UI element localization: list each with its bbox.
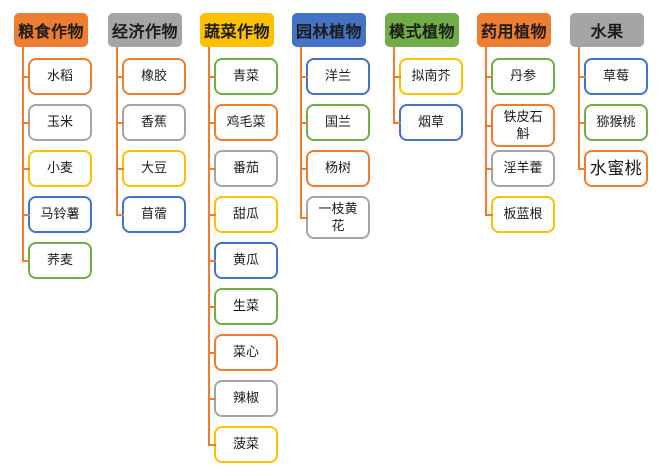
- column-model-plants: 模式植物 拟南芥 烟草: [385, 13, 481, 141]
- leaf-node: 菜心: [208, 334, 278, 371]
- column-fruits: 水果 草莓 猕猴桃 水蜜桃: [570, 13, 660, 187]
- leaf-node: 苜蓿: [116, 196, 186, 233]
- leaf-node: 淫羊藿: [485, 150, 555, 187]
- leaf-node: 鸡毛菜: [208, 104, 278, 141]
- leaf-node: 水稻: [22, 58, 92, 95]
- category-header: 粮食作物: [14, 13, 88, 47]
- leaf-node: 小麦: [22, 150, 92, 187]
- leaf-node: 辣椒: [208, 380, 278, 417]
- children-group: 拟南芥 烟草: [393, 58, 463, 150]
- leaf-node: 猕猴桃: [578, 104, 648, 141]
- leaf-node: 一枝黄花: [300, 196, 370, 239]
- children-group: 水稻 玉米 小麦 马铃薯 荞麦: [22, 58, 92, 288]
- category-header: 蔬菜作物: [200, 13, 274, 47]
- leaf-node: 大豆: [116, 150, 186, 187]
- leaf-node: 香蕉: [116, 104, 186, 141]
- children-group: 丹参 铁皮石斛 淫羊藿 板蓝根: [485, 58, 555, 242]
- leaf-node: 国兰: [300, 104, 370, 141]
- leaf-node: 荞麦: [22, 242, 92, 279]
- leaf-node: 番茄: [208, 150, 278, 187]
- column-vegetable-crops: 蔬菜作物 青菜 鸡毛菜 番茄 甜瓜 黄瓜 生菜 菜心 辣椒 菠菜: [200, 13, 296, 463]
- children-group: 洋兰 国兰 杨树 一枝黄花: [300, 58, 370, 242]
- leaf-node: 烟草: [393, 104, 463, 141]
- leaf-node: 板蓝根: [485, 196, 555, 233]
- category-header: 模式植物: [385, 13, 459, 47]
- column-grain-crops: 粮食作物 水稻 玉米 小麦 马铃薯 荞麦: [14, 13, 110, 279]
- column-cash-crops: 经济作物 橡胶 香蕉 大豆 苜蓿: [108, 13, 204, 233]
- category-header: 园林植物: [292, 13, 366, 47]
- leaf-node: 拟南芥: [393, 58, 463, 95]
- category-header: 经济作物: [108, 13, 182, 47]
- leaf-node: 丹参: [485, 58, 555, 95]
- leaf-node: 生菜: [208, 288, 278, 325]
- column-medicinal-plants: 药用植物 丹参 铁皮石斛 淫羊藿 板蓝根: [477, 13, 573, 233]
- connector-line: [393, 47, 395, 123]
- leaf-node: 橡胶: [116, 58, 186, 95]
- connector-line: [300, 47, 302, 217]
- leaf-node: 青菜: [208, 58, 278, 95]
- children-group: 草莓 猕猴桃 水蜜桃: [578, 58, 648, 196]
- connector-line: [116, 47, 118, 215]
- children-group: 青菜 鸡毛菜 番茄 甜瓜 黄瓜 生菜 菜心 辣椒 菠菜: [208, 58, 278, 472]
- connector-line: [485, 47, 487, 215]
- category-header: 水果: [570, 13, 644, 47]
- column-garden-plants: 园林植物 洋兰 国兰 杨树 一枝黄花: [292, 13, 388, 239]
- connector-line: [578, 47, 580, 169]
- leaf-node: 铁皮石斛: [485, 104, 555, 147]
- leaf-node: 马铃薯: [22, 196, 92, 233]
- leaf-node: 玉米: [22, 104, 92, 141]
- leaf-node: 水蜜桃: [578, 150, 648, 187]
- leaf-node: 草莓: [578, 58, 648, 95]
- leaf-node: 菠菜: [208, 426, 278, 463]
- leaf-node: 杨树: [300, 150, 370, 187]
- connector-line: [208, 47, 210, 445]
- category-header: 药用植物: [477, 13, 551, 47]
- connector-line: [22, 47, 24, 261]
- children-group: 橡胶 香蕉 大豆 苜蓿: [116, 58, 186, 242]
- leaf-node: 甜瓜: [208, 196, 278, 233]
- leaf-node: 洋兰: [300, 58, 370, 95]
- leaf-node: 黄瓜: [208, 242, 278, 279]
